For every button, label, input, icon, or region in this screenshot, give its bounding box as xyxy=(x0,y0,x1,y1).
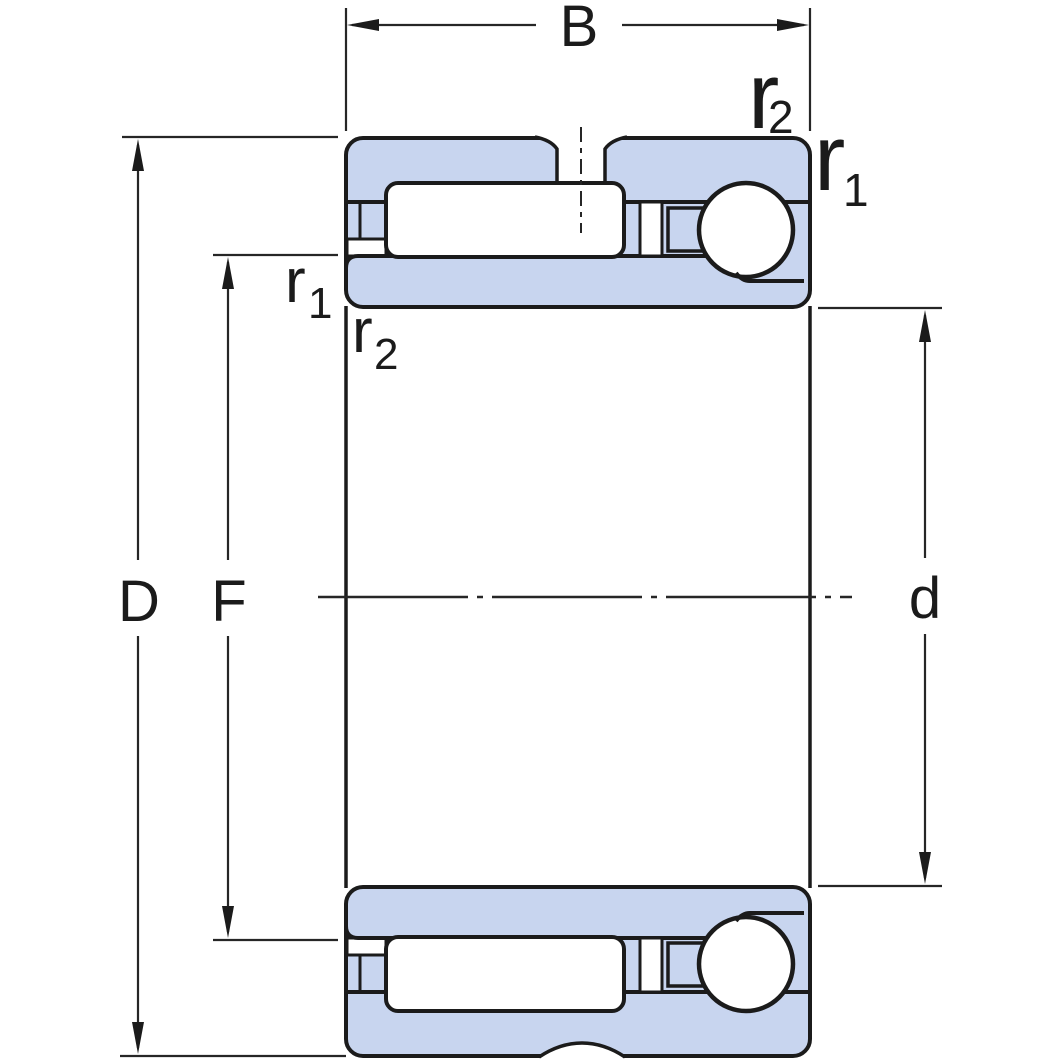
label-r2-top-sub: 2 xyxy=(768,91,794,143)
label-B: B xyxy=(560,0,599,59)
bottom-half-section xyxy=(346,887,810,1056)
label-r1-right: r xyxy=(814,105,845,210)
D-arrow-up-icon xyxy=(132,139,144,171)
B-arrow-right-icon xyxy=(777,19,809,31)
F-arrow-up-icon xyxy=(222,257,234,289)
lube-hole-outline xyxy=(534,135,628,183)
F-arrow-down-icon xyxy=(222,906,234,938)
label-r1-right-sub: 1 xyxy=(843,164,869,216)
label-d: d xyxy=(909,566,941,631)
label-r2-top: r xyxy=(748,43,779,148)
label-F: F xyxy=(211,569,246,634)
lube-groove-cutout xyxy=(537,130,625,181)
D-arrow-down-icon xyxy=(132,1022,144,1054)
label-r1-left: r xyxy=(285,247,306,316)
d-arrow-down-icon xyxy=(919,852,931,884)
label-r2-left: r xyxy=(352,297,373,366)
lube-dip-outline xyxy=(538,1041,626,1059)
label-D: D xyxy=(118,569,160,634)
B-arrow-left-icon xyxy=(347,19,379,31)
label-r1-left-sub: 1 xyxy=(308,279,332,328)
label-r2-left-sub: 2 xyxy=(374,330,398,379)
d-arrow-up-icon xyxy=(919,310,931,342)
